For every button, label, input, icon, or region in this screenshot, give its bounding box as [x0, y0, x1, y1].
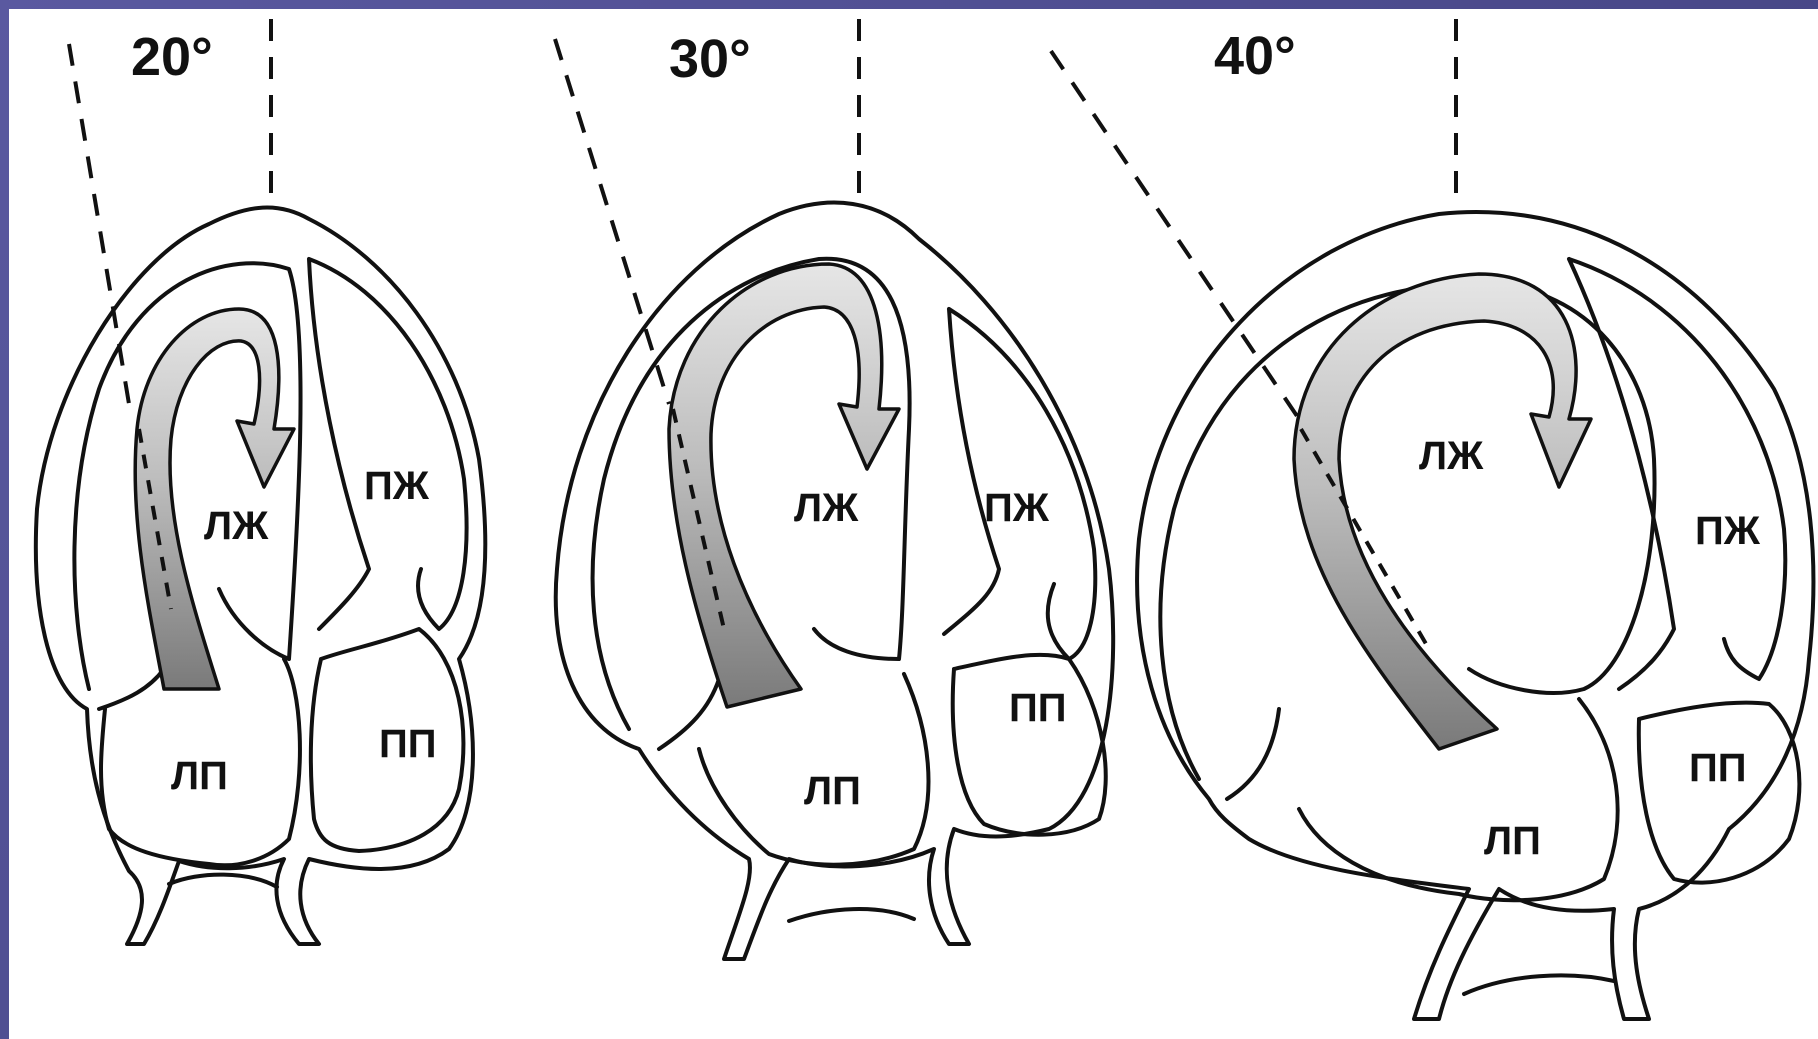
label-rv-20: ПЖ — [364, 464, 430, 508]
label-rv-40: ПЖ — [1695, 509, 1761, 553]
label-ra-30: ПП — [1009, 686, 1067, 730]
angle-label-30: 30° — [669, 29, 751, 89]
flow-arrow-20 — [135, 309, 294, 689]
heart-views-diagram: 20° ЛЖ ПЖ ЛП ПП — [9, 9, 1818, 1039]
label-rv-30: ПЖ — [984, 486, 1050, 530]
valve-ring-20 — [169, 875, 277, 887]
flow-arrow-40 — [1294, 274, 1591, 749]
label-lv-30: ЛЖ — [794, 486, 859, 530]
label-la-20: ЛП — [171, 754, 228, 798]
rv-wall-40 — [1569, 259, 1785, 689]
valve-ring-40 — [1464, 975, 1614, 994]
angle-label-20: 20° — [131, 27, 213, 87]
panel-20: 20° ЛЖ ПЖ ЛП ПП — [36, 19, 486, 944]
label-lv-40: ЛЖ — [1419, 434, 1484, 478]
rv-wall-20 — [309, 259, 467, 629]
beam-line-30 — [555, 39, 669, 404]
label-la-30: ЛП — [804, 769, 861, 813]
ra-wall-40 — [1639, 703, 1800, 883]
panel-40: 40° ЛЖ ПЖ ЛП ПП — [1051, 19, 1813, 1019]
beam-line-20 — [69, 44, 129, 404]
outer-contour-30 — [556, 203, 1113, 959]
ra-wall-30 — [953, 655, 1106, 835]
label-la-40: ЛП — [1484, 819, 1541, 863]
rv-wall-30 — [944, 309, 1095, 659]
label-lv-20: ЛЖ — [204, 504, 269, 548]
label-ra-20: ПП — [379, 722, 437, 766]
la-wall-30 — [659, 674, 928, 865]
flow-arrow-30 — [669, 264, 899, 707]
valve-ring-30 — [789, 909, 914, 921]
panel-30: 30° ЛЖ ПЖ ЛП ПП — [555, 19, 1113, 959]
diagram-canvas: 20° ЛЖ ПЖ ЛП ПП — [9, 9, 1818, 1039]
label-ra-40: ПП — [1689, 746, 1747, 790]
angle-label-40: 40° — [1214, 26, 1296, 86]
